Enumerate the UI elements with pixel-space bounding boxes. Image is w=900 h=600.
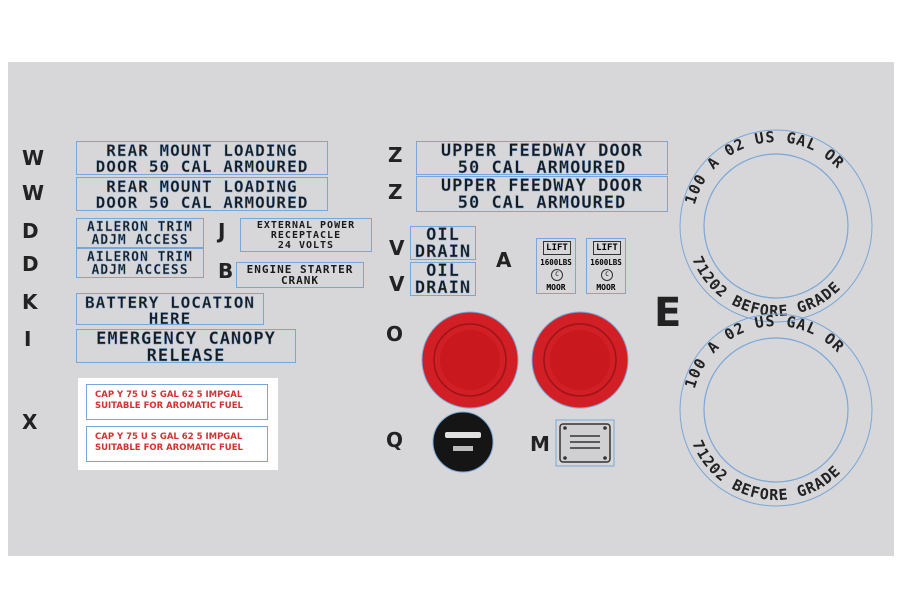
svg-text:71202 BEFORE GRADE: 71202 BEFORE GRADE bbox=[689, 437, 845, 504]
letter-k: K bbox=[22, 290, 38, 314]
mooring-decal: LIFT 1600LBS C MOOR bbox=[536, 238, 576, 294]
letter-b: B bbox=[218, 259, 234, 283]
access-plate bbox=[555, 419, 615, 467]
letter-i: I bbox=[24, 327, 32, 351]
letter-v: V bbox=[389, 272, 405, 296]
letter-a: A bbox=[496, 248, 512, 272]
letter-d: D bbox=[22, 219, 39, 243]
mooring-decal: LIFT 1600LBS C MOOR bbox=[586, 238, 626, 294]
letter-e: E bbox=[654, 290, 682, 336]
black-filler-cap bbox=[432, 411, 494, 473]
gas-ring-decal: 100 A 02 US GAL OR 71202 BEFORE GRADE bbox=[679, 312, 873, 507]
letter-q: Q bbox=[386, 428, 404, 452]
letter-m: M bbox=[530, 432, 550, 456]
svg-text:100 A 02 US GAL OR: 100 A 02 US GAL OR bbox=[681, 128, 848, 206]
letter-j: J bbox=[218, 219, 226, 243]
letter-o: O bbox=[386, 322, 404, 346]
letter-d: D bbox=[22, 252, 39, 276]
letter-z: Z bbox=[388, 143, 403, 167]
letter-v: V bbox=[389, 236, 405, 260]
decal-sheet bbox=[8, 62, 894, 556]
gas-ring-decal: 100 A 02 US GAL OR 71202 BEFORE GRADE bbox=[679, 128, 873, 323]
letter-z: Z bbox=[388, 180, 403, 204]
roundel-graphics bbox=[421, 311, 629, 473]
red-roundel bbox=[531, 311, 629, 409]
letter-w: W bbox=[22, 146, 45, 170]
svg-text:100 A 02 US GAL OR: 100 A 02 US GAL OR bbox=[681, 312, 848, 390]
letter-w: W bbox=[22, 181, 45, 205]
red-roundel bbox=[421, 311, 519, 409]
letter-x: X bbox=[22, 410, 38, 434]
